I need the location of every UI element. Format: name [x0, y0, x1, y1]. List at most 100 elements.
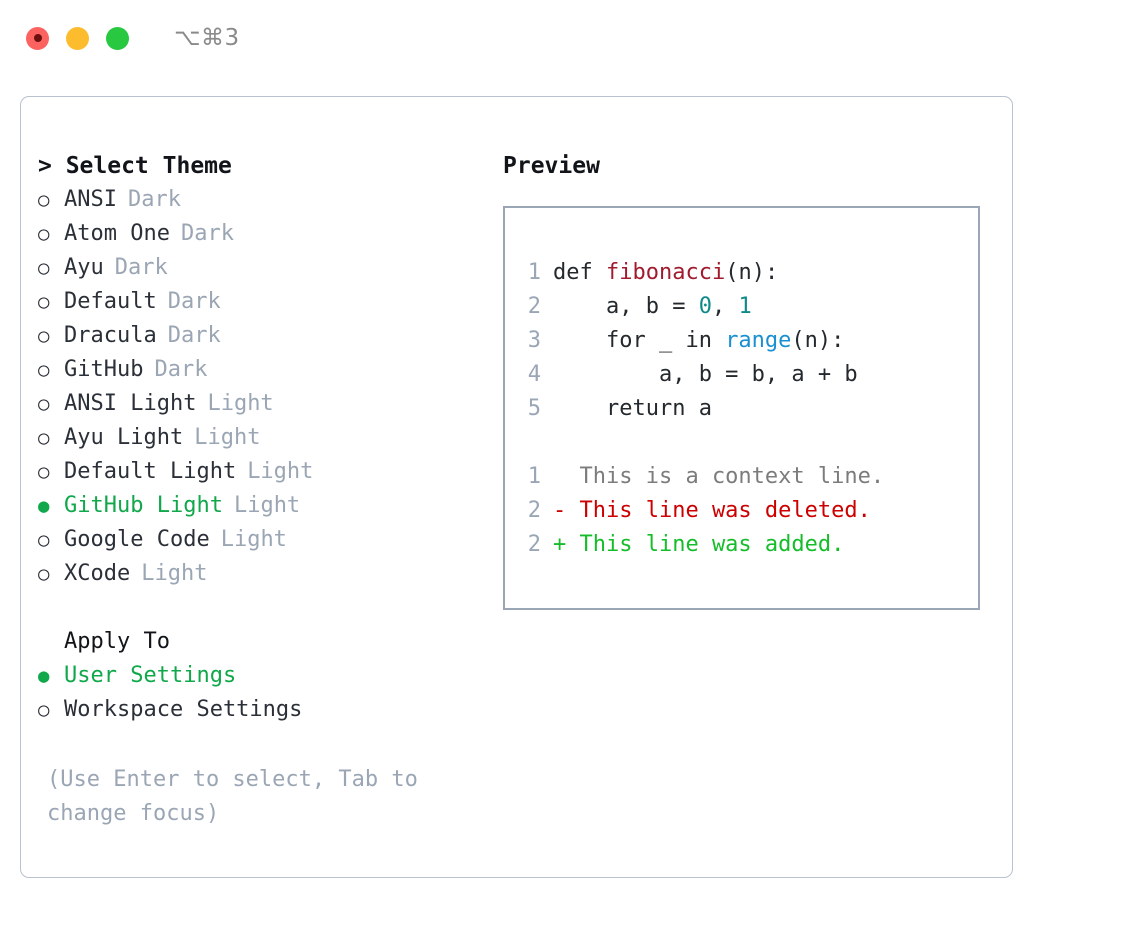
code-token-plain: def — [553, 260, 606, 285]
code-line-text: return a — [553, 392, 712, 426]
titlebar: ⌥⌘3 — [0, 0, 1140, 76]
theme-option-tag: Light — [141, 561, 208, 586]
minimize-button[interactable] — [66, 26, 89, 50]
radio-selected-icon: ● — [38, 665, 50, 687]
radio-unselected-icon: ○ — [38, 563, 50, 585]
code-line-text: def fibonacci(n): — [553, 256, 778, 290]
theme-option-label: GitHub Light — [64, 493, 223, 518]
code-line-text: for _ in range(n): — [553, 324, 844, 358]
code-line-text: a, b = 0, 1 — [553, 290, 752, 324]
theme-option-default[interactable]: ○ Default Dark — [38, 285, 491, 319]
theme-option-tag: Dark — [167, 289, 221, 314]
code-diff-spacer — [505, 426, 978, 460]
diff-sample: 1 This is a context line.2- This line wa… — [505, 460, 978, 562]
apply-to-option-label: User Settings — [64, 663, 237, 688]
radio-unselected-icon: ○ — [38, 359, 50, 381]
theme-option-tag: Light — [194, 425, 261, 450]
diff-line-del: 2- This line was deleted. — [505, 494, 978, 528]
apply-to-option-label: Workspace Settings — [64, 697, 303, 722]
apply-to-spacer-icon: ○ — [38, 625, 64, 659]
code-line-number: 1 — [527, 260, 541, 285]
theme-option-label: Default Light — [64, 459, 237, 484]
keyboard-shortcut-label: ⌥⌘3 — [174, 25, 240, 51]
theme-option-dracula[interactable]: ○ Dracula Dark — [38, 319, 491, 353]
code-token-num: 1 — [738, 294, 752, 319]
radio-unselected-icon: ○ — [38, 325, 50, 347]
code-line: 1 def fibonacci(n): — [505, 256, 978, 290]
theme-option-tag: Light — [220, 527, 287, 552]
radio-unselected-icon: ○ — [38, 427, 50, 449]
diff-line-number: 2 — [527, 498, 541, 523]
code-token-plain: for _ in — [553, 328, 726, 353]
theme-option-tag: Dark — [154, 357, 208, 382]
apply-to-option-list[interactable]: ● User Settings ○ Workspace Settings — [38, 659, 491, 727]
theme-option-atom-one[interactable]: ○ Atom One Dark — [38, 217, 491, 251]
theme-option-google-code[interactable]: ○ Google Code Light — [38, 523, 491, 557]
theme-option-tag: Light — [207, 391, 274, 416]
code-token-fn: fibonacci — [605, 260, 726, 285]
theme-option-label: Google Code — [64, 527, 210, 552]
code-line: 4 a, b = b, a + b — [505, 358, 978, 392]
apply-to-option-workspace-settings[interactable]: ○ Workspace Settings — [38, 693, 491, 727]
code-token-plain: , — [711, 294, 739, 319]
radio-unselected-icon: ○ — [38, 223, 50, 245]
theme-option-label: ANSI Light — [64, 391, 197, 416]
code-line-number: 4 — [527, 362, 541, 387]
theme-option-label: XCode — [64, 561, 131, 586]
theme-option-ayu-light[interactable]: ○ Ayu Light Light — [38, 421, 491, 455]
diff-line-ctx: 1 This is a context line. — [505, 460, 978, 494]
code-token-num: 0 — [698, 294, 712, 319]
theme-option-label: Default — [64, 289, 157, 314]
theme-option-tag: Dark — [167, 323, 221, 348]
code-line-number: 2 — [527, 294, 541, 319]
code-token-plain: (n): — [791, 328, 845, 353]
radio-unselected-icon: ○ — [38, 461, 50, 483]
code-line-text: a, b = b, a + b — [553, 358, 858, 392]
diff-line-number: 1 — [527, 464, 541, 489]
radio-unselected-icon: ○ — [38, 257, 50, 279]
radio-unselected-icon: ○ — [38, 291, 50, 313]
apply-to-heading-row: ○ Apply To — [38, 625, 491, 659]
preview-heading: Preview — [503, 153, 600, 179]
theme-option-tag: Dark — [180, 221, 234, 246]
theme-option-label: Atom One — [64, 221, 170, 246]
code-line: 3 for _ in range(n): — [505, 324, 978, 358]
theme-option-label: Ayu Light — [64, 425, 184, 450]
apply-to-option-user-settings[interactable]: ● User Settings — [38, 659, 491, 693]
radio-unselected-icon: ○ — [38, 189, 50, 211]
code-line: 2 a, b = 0, 1 — [505, 290, 978, 324]
diff-line-number: 2 — [527, 532, 541, 557]
apply-to-heading: Apply To — [64, 629, 170, 654]
radio-selected-icon: ● — [38, 495, 50, 517]
close-button[interactable] — [26, 26, 49, 50]
radio-unselected-icon: ○ — [38, 699, 50, 721]
code-line-number: 5 — [527, 396, 541, 421]
diff-line-text: This is a context line. — [553, 464, 885, 489]
code-line: 5 return a — [505, 392, 978, 426]
theme-option-label: Dracula — [64, 323, 157, 348]
select-theme-heading: > Select Theme — [38, 153, 232, 179]
zoom-button[interactable] — [106, 26, 129, 50]
window-controls — [26, 26, 129, 50]
code-token-plain: (n): — [725, 260, 779, 285]
code-token-plain: a, b = b, a + b — [553, 362, 858, 387]
radio-unselected-icon: ○ — [38, 529, 50, 551]
theme-option-xcode[interactable]: ○ XCode Light — [38, 557, 491, 591]
diff-line-add: 2 + This line was added. — [505, 528, 978, 562]
code-token-call: range — [725, 328, 792, 353]
diff-line-text: + This line was added. — [553, 532, 845, 557]
theme-option-label: ANSI — [64, 187, 117, 212]
